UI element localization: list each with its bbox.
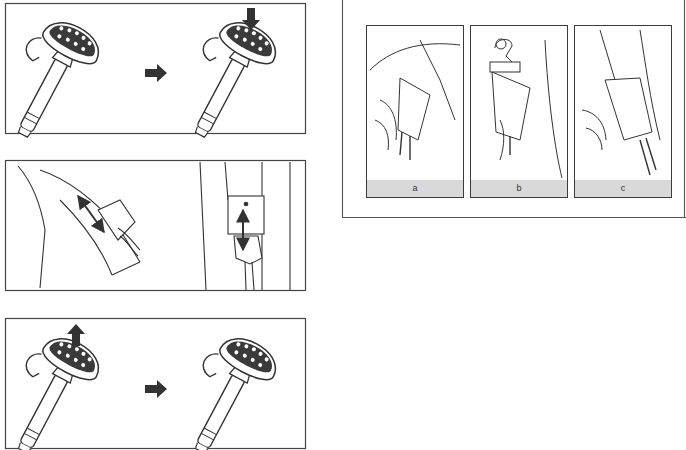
line-art [640, 138, 656, 175]
brushing-step [18, 162, 290, 290]
cuff-sketch [582, 30, 660, 175]
line-art [375, 100, 396, 150]
line-art [166, 326, 283, 450]
line-art [40, 170, 140, 262]
panel-frame [343, 0, 686, 218]
line-art [496, 39, 506, 49]
line-art [228, 196, 264, 234]
line-art [242, 210, 244, 250]
panel-label: c [575, 180, 671, 197]
line-art [234, 236, 262, 264]
line-art [398, 78, 430, 140]
panel-label: a [367, 180, 463, 197]
line-art [118, 228, 140, 256]
line-art [605, 78, 652, 140]
line-art [145, 64, 167, 82]
line-art [0, 10, 106, 149]
line-art [145, 380, 167, 398]
panel-box: c [574, 25, 672, 198]
line-art [500, 120, 504, 160]
line-art [582, 110, 606, 150]
line-art [370, 44, 460, 70]
line-art [509, 136, 510, 155]
line-art [244, 202, 248, 206]
panel-box: a [366, 25, 464, 198]
line-art [492, 72, 530, 140]
line-art [112, 262, 140, 275]
hanger-sketch [490, 39, 562, 178]
line-art [495, 39, 514, 64]
panel-label: b [471, 180, 567, 197]
line-art [200, 162, 290, 290]
line-art [0, 326, 106, 450]
press-step [0, 8, 283, 149]
collar-sketch [370, 40, 460, 160]
line-art [490, 62, 520, 72]
line-art [242, 8, 260, 30]
panel-frame [684, 0, 685, 218]
line-art [245, 262, 254, 290]
panel-frame [6, 161, 306, 291]
release-step [0, 324, 283, 450]
line-art [78, 196, 104, 232]
line-art [545, 40, 562, 178]
panel-box: b [470, 25, 568, 198]
line-art [67, 324, 85, 346]
line-art [98, 200, 135, 240]
line-art [18, 166, 45, 288]
line-art [400, 132, 410, 160]
line-art [166, 10, 283, 149]
